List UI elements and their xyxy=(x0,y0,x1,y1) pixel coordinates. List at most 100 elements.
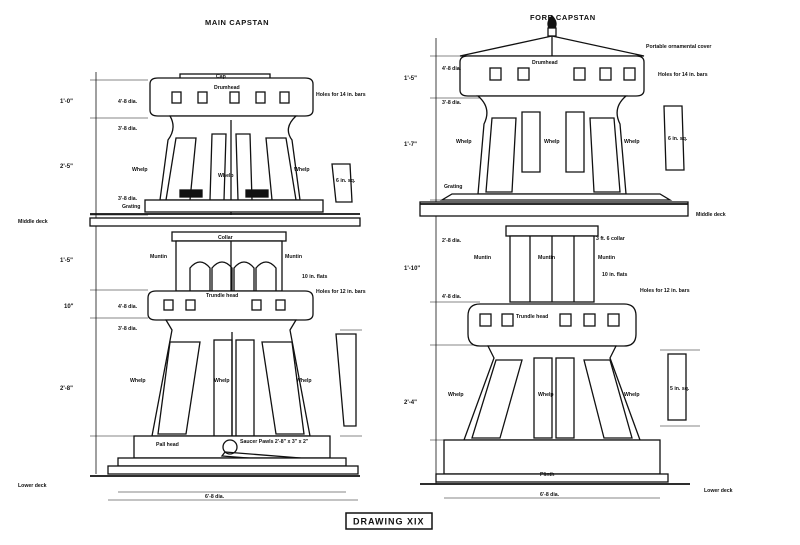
main-middle-deck-label: Middle deck xyxy=(18,219,48,225)
dim: 3'-8 dia. xyxy=(118,126,138,132)
fore-whelp xyxy=(521,111,541,173)
main-whelp-label-lower-right: Whelp xyxy=(296,378,312,384)
fore-whelp xyxy=(485,117,517,193)
dim: 3'-8 dia. xyxy=(118,196,138,202)
bar-hole xyxy=(599,67,612,81)
main-grating-label: Grating xyxy=(122,204,140,210)
bar-hole xyxy=(559,313,572,327)
dim: 2'-4" xyxy=(404,400,417,406)
fore-drumhead xyxy=(459,55,645,97)
bar-hole xyxy=(197,91,208,104)
fore-plinth-label: Plinth xyxy=(540,472,554,478)
fore-muntin-label-right: Muntin xyxy=(598,255,615,261)
dim: 1'-5" xyxy=(404,76,417,82)
fore-trundle-head-label: Trundle head xyxy=(516,314,548,320)
dim: 2'-8 dia. xyxy=(442,238,462,244)
section-detail xyxy=(667,353,687,421)
main-muntin-label-left: Muntin xyxy=(150,254,167,260)
bar-hole xyxy=(583,313,596,327)
fore-whelp-label-center: Whelp xyxy=(544,139,560,145)
bar-hole xyxy=(279,91,290,104)
fore-muntin-label-center: Muntin xyxy=(538,255,555,261)
fore-whelp xyxy=(555,357,575,439)
section-detail xyxy=(335,333,357,427)
bar-hole xyxy=(517,67,530,81)
fore-collar xyxy=(505,225,599,237)
dim: 4'-8 dia. xyxy=(442,66,462,72)
main-whelp-label-lower-left: Whelp xyxy=(130,378,146,384)
dim: 1'-7" xyxy=(404,142,417,148)
main-capstan xyxy=(89,72,362,501)
main-grating xyxy=(144,199,324,213)
main-lower-deck-label: Lower deck xyxy=(18,483,47,489)
main-capstan-title: MAIN CAPSTAN xyxy=(205,18,269,27)
pawl-pin xyxy=(222,439,238,455)
fore-whelp-label-left: Whelp xyxy=(456,139,472,145)
drawing-caption-box xyxy=(345,512,433,530)
fore-middle-deck xyxy=(419,201,689,217)
bar-hole xyxy=(251,299,262,311)
bar-hole xyxy=(185,299,196,311)
main-whelp xyxy=(209,133,227,201)
main-whelp xyxy=(235,339,255,437)
main-whelp xyxy=(213,339,233,437)
main-collar-label: Collar xyxy=(218,235,233,241)
fore-capstan-title: FORE CAPSTAN xyxy=(530,13,596,22)
section-detail xyxy=(663,105,685,171)
bar-hole xyxy=(275,299,286,311)
dim: 4'-8 dia. xyxy=(442,294,462,300)
fore-muntin-label-left: Muntin xyxy=(474,255,491,261)
fore-middle-deck-label: Middle deck xyxy=(696,212,726,218)
main-drumhead-label: Drumhead xyxy=(214,85,240,91)
main-holes-top-label: Holes for 14 in. bars xyxy=(316,92,366,98)
fore-grating-label: Grating xyxy=(444,184,462,190)
bar-hole xyxy=(229,91,240,104)
dim: 6'-8 dia. xyxy=(205,494,225,500)
main-whelp-label-left: Whelp xyxy=(132,167,148,173)
main-muntin-section xyxy=(175,240,283,292)
fore-holes-lower-label: Holes for 12 in. bars xyxy=(640,288,690,294)
fore-whelp xyxy=(583,359,633,439)
bar-hole xyxy=(607,313,620,327)
fore-holes-top-label: Holes for 14 in. bars xyxy=(658,72,708,78)
main-holes-lower-label: Holes for 12 in. bars xyxy=(316,289,366,295)
fore-cover-label: Portable ornamental cover xyxy=(646,44,711,50)
main-trundle-head xyxy=(147,290,314,321)
middle-deck xyxy=(89,217,361,227)
drawing-caption: DRAWING XIX xyxy=(353,517,425,527)
dim: 2'-5" xyxy=(60,164,73,170)
fore-whelp-label-lower-center: Whelp xyxy=(538,392,554,398)
fore-capstan xyxy=(419,15,700,499)
fore-plinth xyxy=(443,439,661,475)
bar-hole xyxy=(171,91,182,104)
main-whelp xyxy=(261,341,305,435)
bar-hole xyxy=(573,67,586,81)
fore-lower-deck-label: Lower deck xyxy=(704,488,733,494)
dim: 5 in. sq. xyxy=(670,386,690,392)
fore-flats-label: 10 in. flats xyxy=(602,272,627,278)
bar-hole xyxy=(163,299,174,311)
main-whelp-label-lower-center: Whelp xyxy=(214,378,230,384)
main-whelp-label-right: Whelp xyxy=(294,167,310,173)
fore-grating xyxy=(439,193,673,201)
fore-whelp xyxy=(471,359,523,439)
main-whelp xyxy=(157,341,201,435)
fore-whelp xyxy=(565,111,585,173)
main-muntin-label-right: Muntin xyxy=(285,254,302,260)
fore-whelp xyxy=(589,117,621,193)
fore-whelp xyxy=(533,357,553,439)
dim: 10" xyxy=(64,304,74,310)
fore-whelp-label-lower-left: Whelp xyxy=(448,392,464,398)
main-whelp-label-center: Whelp xyxy=(218,173,234,179)
dim: 1'-10" xyxy=(404,266,420,272)
fore-whelp-label-lower-right: Whelp xyxy=(624,392,640,398)
main-trundle-head-label: Trundle head xyxy=(206,293,238,299)
bar-hole xyxy=(501,313,514,327)
dim: 4'-8 dia. xyxy=(118,99,138,105)
fore-drumhead-label: Drumhead xyxy=(532,60,558,66)
main-pawl-label: Saucer Pawls 2'-8" x 3" x 2" xyxy=(240,439,309,445)
dim: 3'-8 dia. xyxy=(118,326,138,332)
main-pall-head-label: Pall head xyxy=(156,442,179,448)
